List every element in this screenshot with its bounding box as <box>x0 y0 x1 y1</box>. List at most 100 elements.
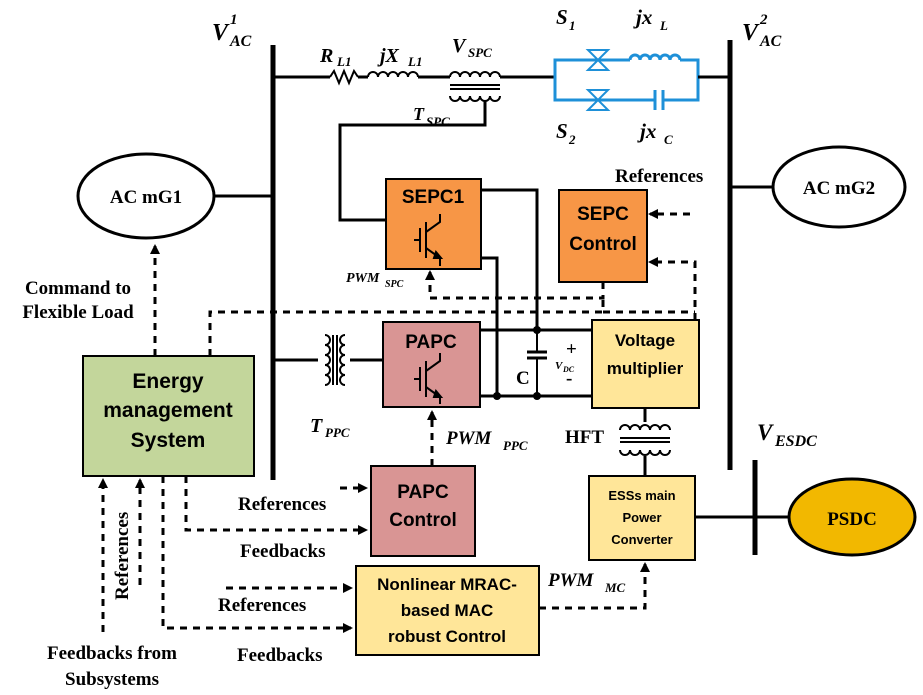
tspc-sub: SPC <box>426 114 450 129</box>
feedbacks-mrac-label: Feedbacks <box>237 645 323 666</box>
papc-control-line2: Control <box>389 510 457 531</box>
junction-dc-bottom <box>493 392 501 400</box>
sepc-control-line2: Control <box>569 234 637 255</box>
rl1-label: R <box>319 45 333 67</box>
tspc-label: T <box>413 104 425 124</box>
vac2-label: V <box>742 20 760 46</box>
references-papc-label: References <box>238 494 326 515</box>
ac-mg1-label: AC mG1 <box>110 187 182 208</box>
feedbacks-to-papc-control <box>184 476 368 535</box>
papc-label: PAPC <box>405 332 457 353</box>
cap-c-label: C <box>516 368 530 389</box>
s1-label: S <box>556 5 568 29</box>
rl1-sub: L1 <box>336 54 351 69</box>
mrac-control-box <box>355 565 540 656</box>
papc-control-line1: PAPC <box>397 482 449 503</box>
sepc1-label: SEPC1 <box>402 187 465 208</box>
ems-line1: Energy <box>132 370 204 393</box>
inductor-jxl1 <box>367 71 419 78</box>
feedbacks-papc-label: Feedbacks <box>240 541 326 562</box>
s2-sub: 2 <box>568 132 576 147</box>
ac-mg2-node <box>771 145 907 229</box>
s2-branch-in <box>553 77 580 102</box>
vac1-label: V <box>212 20 230 46</box>
vdc-plus: + <box>566 339 577 360</box>
vesdc-sub: ESDC <box>774 433 817 450</box>
pwm-ppc-sub: PPC <box>503 438 528 453</box>
ess-converter-box <box>588 475 696 561</box>
references-mrac-label: References <box>218 595 306 616</box>
papc-control-box <box>370 465 476 557</box>
pwm-mc-path <box>539 562 650 610</box>
voltage-multiplier-box <box>591 319 700 409</box>
s1-sub: 1 <box>569 18 576 33</box>
jxc-sub: C <box>664 132 673 147</box>
references-top-label: References <box>615 166 703 187</box>
pwm-spc-label: PWM <box>346 271 380 286</box>
thyristor-switch-network <box>553 49 700 111</box>
ac-mg2-label: AC mG2 <box>803 178 875 199</box>
transformer-tspc-secondary <box>449 95 501 102</box>
references-vertical-label: References <box>112 512 133 600</box>
s2-branch-end <box>663 77 700 102</box>
vac1-sub: AC <box>229 33 252 50</box>
command-line1: Command to <box>25 278 131 299</box>
ems-line3: System <box>131 429 206 452</box>
jxl1-sub: L1 <box>407 54 422 69</box>
junction-cap-bottom <box>533 392 541 400</box>
command-line2: Flexible Load <box>22 302 134 323</box>
transformer-tppc-icon <box>324 334 346 386</box>
pwm-mc-sub: MC <box>604 580 626 595</box>
sepc1-dc-out <box>481 188 539 330</box>
s1-branch-in <box>553 58 580 77</box>
feedbacks-to-mrac <box>161 476 353 633</box>
igbt-sepc1-icon <box>414 214 444 266</box>
ess-converter-line3: Converter <box>611 532 672 547</box>
vspc-sub: SPC <box>468 45 492 60</box>
vdc-label: V <box>555 360 564 372</box>
transformer-tspc-primary <box>449 71 501 78</box>
ess-converter-line2: Power <box>622 510 661 525</box>
tspc-to-sepc1-right <box>445 100 487 127</box>
ems-box <box>82 355 255 477</box>
mrac-line2: based MAC <box>401 601 494 620</box>
vesdc-label: V <box>757 420 774 445</box>
mrac-line1: Nonlinear MRAC- <box>377 575 517 594</box>
psdc-label: PSDC <box>827 509 877 530</box>
ac-mg1-node <box>76 152 216 240</box>
vdc-minus: - <box>566 368 572 389</box>
jxl1-label: jX <box>377 45 400 67</box>
pwm-mc-label: PWM <box>547 570 595 591</box>
jxc-label: jx <box>637 119 656 143</box>
s2-label: S <box>556 119 568 143</box>
s2-thyristor-a-icon <box>585 89 611 102</box>
pwm-spc-path <box>425 270 605 300</box>
igbt-papc-icon <box>414 353 444 404</box>
resistor-rl1 <box>329 68 359 86</box>
s1-thyristor-a-icon <box>585 49 611 62</box>
sepc-control-line1: SEPC <box>577 204 629 225</box>
papc-box <box>382 321 481 408</box>
voltage-multiplier-line2: multiplier <box>607 359 684 378</box>
vac1-sup: 1 <box>230 12 238 28</box>
ems-line2: management <box>103 399 233 422</box>
transformer-hft-icon <box>619 424 671 456</box>
vac2-sub: AC <box>759 33 782 50</box>
vspc-label: V <box>452 35 467 57</box>
tspc-to-sepc1-left <box>338 123 445 222</box>
jxl-sub: L <box>659 18 668 33</box>
voltage-multiplier-line1: Voltage <box>615 331 675 350</box>
feedbacks-from-line1: Feedbacks from <box>47 643 177 664</box>
tppc-sub: PPC <box>325 425 350 440</box>
inductor-jxl <box>628 53 682 61</box>
jxl-label: jx <box>633 5 652 29</box>
vdc-sub: DC <box>562 365 575 374</box>
feedback-to-sepc-control <box>648 257 697 320</box>
vac2-sup: 2 <box>759 12 768 28</box>
s2-thyristor-b-icon <box>585 98 611 111</box>
sepc1-dc-out-2 <box>481 256 499 396</box>
hft-label: HFT <box>565 427 604 448</box>
psdc-node <box>787 477 917 557</box>
tppc-label: T <box>310 415 323 437</box>
